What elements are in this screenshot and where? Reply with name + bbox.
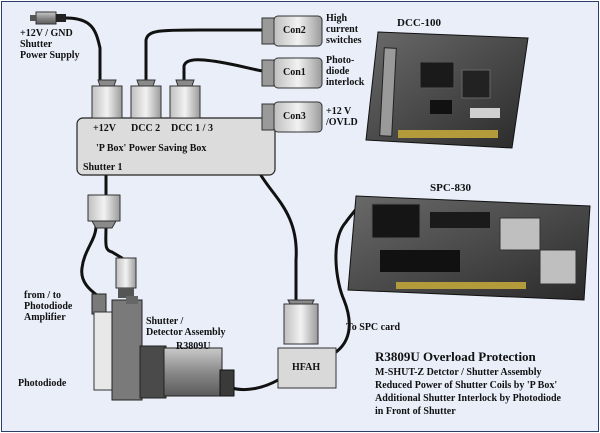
cable-dcc13-to-con1 bbox=[182, 58, 274, 82]
shutter1-connector-graphic bbox=[87, 194, 121, 229]
cable-detector-to-hfah bbox=[230, 378, 280, 392]
caption-line: Reduced Power of Shutter Coils by 'P Box… bbox=[375, 380, 558, 391]
cable-dcc2-to-con2 bbox=[144, 28, 264, 82]
dcc100-label: DCC-100 bbox=[397, 17, 441, 29]
spc830-label: SPC-830 bbox=[430, 182, 471, 194]
photodiode-interlock-label: Photo- diode interlock bbox=[326, 55, 365, 88]
con2-graphic bbox=[261, 15, 323, 47]
r3809u-label: R3809U bbox=[176, 341, 211, 352]
p-box-connector-dcc13 bbox=[169, 79, 201, 119]
high-current-switches-label: High current switches bbox=[326, 13, 362, 46]
hfah-graphic bbox=[277, 299, 337, 389]
caption-title: R3809U Overload Protection bbox=[375, 349, 536, 364]
shutter-detector-label: Shutter / Detector Assembly bbox=[146, 316, 226, 338]
con3-label: Con3 bbox=[283, 111, 306, 122]
con1-graphic bbox=[261, 57, 323, 89]
photodiode-label: Photodiode bbox=[18, 378, 67, 389]
cable-hfah-to-spc bbox=[334, 202, 362, 354]
power-supply-label: +12V / GND Shutter Power Supply bbox=[20, 28, 80, 61]
caption-line: M-SHUT-Z Detctor / Shutter Assembly bbox=[375, 367, 542, 378]
power-plug-graphic bbox=[30, 11, 66, 25]
caption-line: Additional Shutter Interlock by Photodio… bbox=[375, 393, 561, 404]
spc830-board-graphic bbox=[347, 195, 591, 301]
p-box-connector-dcc2 bbox=[130, 79, 162, 119]
cable-shutter1-to-amplifier bbox=[80, 224, 100, 298]
detector-assembly-graphic bbox=[93, 296, 235, 401]
cable-shutter1-to-detector bbox=[104, 224, 124, 260]
cable-power-supply bbox=[64, 16, 102, 82]
ovld-label: +12 V /OVLD bbox=[326, 106, 358, 128]
p-box-dcc2-label: DCC 2 bbox=[131, 123, 161, 134]
amplifier-connector-graphic bbox=[91, 257, 137, 315]
caption-line: in Front of Shutter bbox=[375, 406, 456, 417]
p-box-connector-12v bbox=[91, 79, 123, 119]
amplifier-label: from / to Photodiode Amplifier bbox=[24, 290, 73, 323]
con3-graphic bbox=[261, 101, 323, 133]
dcc100-board-graphic bbox=[365, 31, 529, 149]
con2-label: Con2 bbox=[283, 25, 306, 36]
cables bbox=[64, 16, 362, 392]
p-box-12v-label: +12V bbox=[93, 123, 116, 134]
hfah-label: HFAH bbox=[292, 362, 321, 373]
to-spc-label: To SPC card bbox=[346, 322, 401, 333]
con1-label: Con1 bbox=[283, 67, 306, 78]
p-box-graphic bbox=[76, 79, 276, 176]
p-box-title: 'P Box' Power Saving Box bbox=[96, 143, 207, 154]
p-box-dcc13-label: DCC 1 / 3 bbox=[171, 123, 213, 134]
shutter1-label: Shutter 1 bbox=[83, 162, 123, 173]
